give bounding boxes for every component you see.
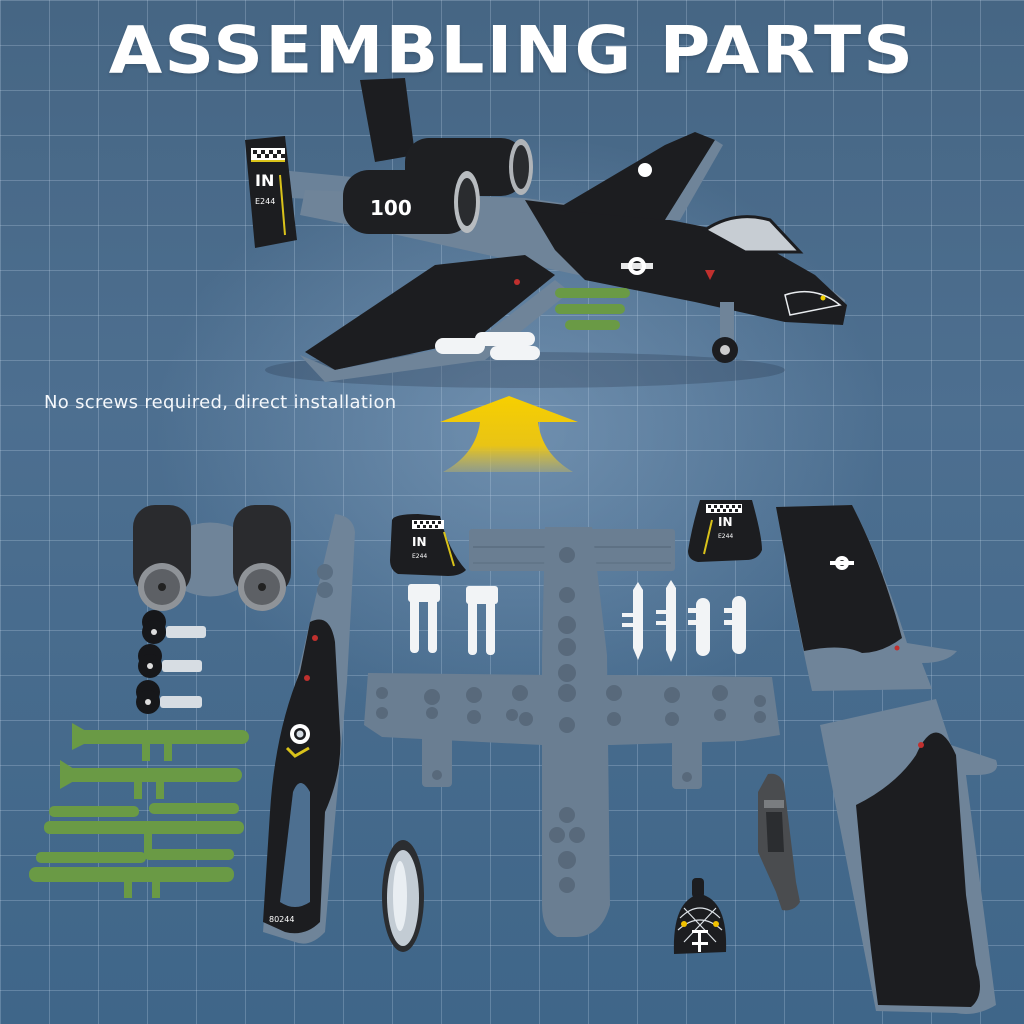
part-white-ordnance — [400, 578, 760, 668]
part-nose-cone — [670, 878, 730, 958]
fuselage-marking: 80244 — [269, 915, 294, 924]
part-cockpit-tub — [754, 772, 804, 917]
part-green-ordnance — [24, 715, 254, 900]
part-tail-fin-left: IN E244 — [388, 510, 468, 580]
part-canopy — [378, 838, 428, 958]
part-engine-pods — [125, 505, 295, 615]
tail-fin-left-code: IN — [412, 535, 427, 549]
page-title: ASSEMBLING PARTS — [108, 13, 916, 89]
feature-caption: No screws required, direct installation — [44, 392, 397, 413]
assembled-aircraft: IN E244 100 — [225, 70, 865, 388]
engine-marking: 100 — [370, 196, 412, 220]
tail-number: E244 — [255, 197, 275, 206]
tail-fin-left-number: E244 — [412, 553, 427, 560]
part-upper-fuselage: 80244 — [255, 512, 370, 952]
part-tail-fin-right: IN E244 — [686, 496, 766, 566]
tail-code: IN — [255, 171, 274, 190]
arrow-up-icon — [438, 394, 580, 474]
part-wing-right — [772, 503, 962, 703]
part-landing-gear — [128, 608, 228, 723]
part-lower-fuselage-frame — [362, 525, 782, 945]
tail-fin-right-number: E244 — [718, 533, 733, 540]
part-wing-left — [816, 695, 1006, 1020]
tail-fin-right-code: IN — [718, 515, 733, 529]
